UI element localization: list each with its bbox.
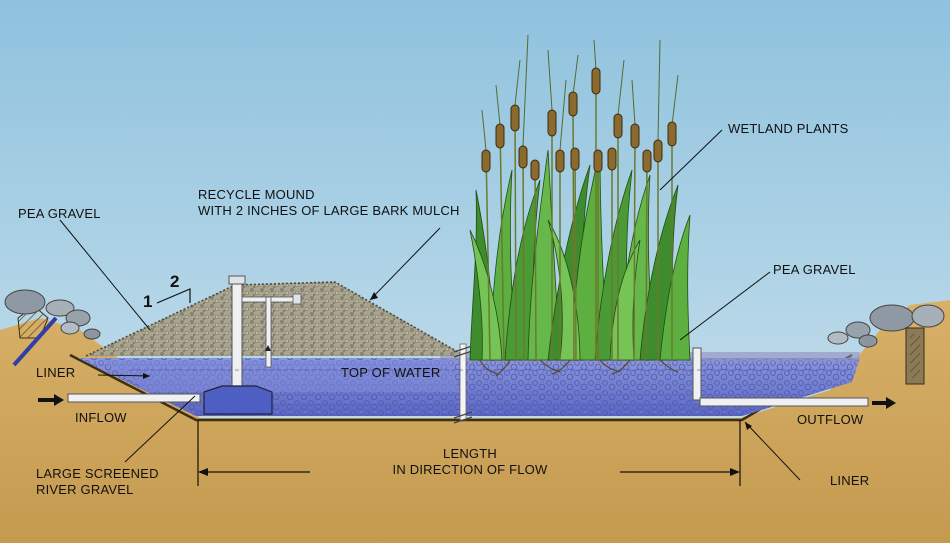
outflow-label: OUTFLOW: [797, 412, 864, 427]
recycle-mound-texture: [86, 282, 465, 356]
length-dimension: [197, 420, 741, 486]
pump-vault: [203, 385, 273, 415]
slope-triangle: [156, 288, 191, 304]
rock: [869, 304, 915, 332]
wetland-plants-label: WETLAND PLANTS: [728, 121, 849, 136]
recycle-mound-sublabel: WITH 2 INCHES OF LARGE BARK MULCH: [198, 203, 460, 218]
liner-right-label: LINER: [830, 473, 870, 488]
wetland-plant-clump: [469, 34, 691, 377]
slope-run-label: 2: [170, 272, 180, 291]
recycle-drop: [265, 296, 272, 368]
rock: [4, 289, 46, 315]
soil: [0, 300, 950, 543]
liner-left-label: LINER: [36, 365, 76, 380]
inflow-arrow: [38, 394, 64, 406]
outflow-arrow: [872, 397, 896, 409]
large-screened-label: LARGE SCREENED: [36, 466, 159, 481]
mound-water: [100, 360, 460, 392]
top-of-water-label: TOP OF WATER: [341, 365, 441, 380]
water-level-stake: [459, 343, 467, 421]
slope-rise-label: 1: [143, 292, 153, 311]
recycle-riser-pipe: [231, 279, 243, 391]
direction-of-flow-label: IN DIRECTION OF FLOW: [392, 462, 548, 477]
riser-cap: [228, 275, 246, 285]
outflow-riser: [692, 347, 702, 401]
length-label: LENGTH: [443, 446, 497, 461]
pea-gravel-right-label: PEA GRAVEL: [773, 262, 856, 277]
outflow-pipe: [699, 397, 869, 407]
recycle-mound-label: RECYCLE MOUND: [198, 187, 315, 202]
leader-lines: [59, 129, 801, 481]
inflow-label: INFLOW: [75, 410, 127, 425]
left-drain-pipe: [12, 316, 58, 367]
inflow-pipe: [67, 393, 201, 403]
river-gravel-label: RIVER GRAVEL: [36, 482, 134, 497]
pea-gravel-left-label: PEA GRAVEL: [18, 206, 101, 221]
